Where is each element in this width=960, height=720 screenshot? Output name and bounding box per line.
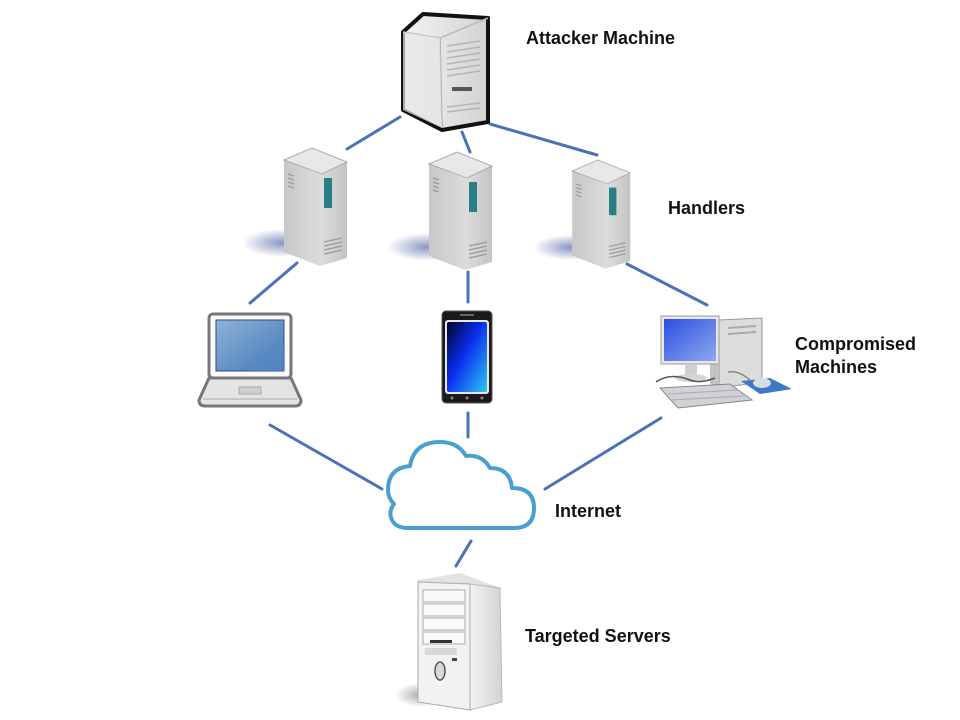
compromised-machines-label-line2: Machines [795, 357, 878, 377]
handlers-label: Handlers [668, 198, 746, 218]
internet-cloud-icon [386, 440, 536, 530]
edge-desktop-internet [543, 416, 663, 491]
connections [248, 115, 709, 568]
internet-label: Internet [555, 501, 622, 521]
edge-handler-1-laptop [248, 261, 299, 305]
handler-server-icon-2 [387, 151, 494, 270]
attacker-machine-icon [401, 12, 490, 132]
targeted-server-icon [395, 573, 503, 711]
attacker-machine-label: Attacker Machine [526, 28, 676, 48]
compromised-machines-label-line1: Compromised [795, 334, 917, 354]
edge-attacker-handler-2 [460, 130, 472, 154]
edge-internet-target [454, 539, 473, 568]
edge-handler-3-desktop [625, 262, 709, 307]
handler-server-icon-3 [533, 159, 632, 269]
laptop-icon [197, 312, 303, 408]
edge-laptop-internet [268, 423, 384, 491]
edge-attacker-handler-3 [488, 122, 599, 157]
edge-attacker-handler-1 [345, 115, 402, 151]
smartphone-icon [441, 310, 493, 404]
desktop-icon [655, 315, 792, 409]
handler-server-icon-1 [242, 147, 349, 266]
targeted-servers-label: Targeted Servers [525, 626, 671, 646]
